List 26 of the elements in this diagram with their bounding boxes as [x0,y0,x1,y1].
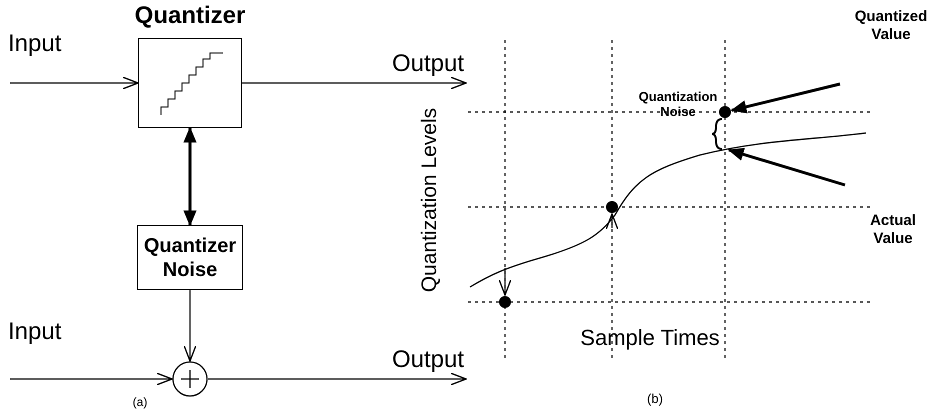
leader-arrow [728,148,846,186]
arrow [498,268,512,296]
arrow [606,213,618,230]
signal-label: Input [8,318,88,347]
arrow [183,126,197,226]
signal-label: Output [392,346,468,375]
signal-label: Output [392,50,468,79]
signal-label: Actual Value [858,212,928,248]
summing-junction [172,361,208,397]
quantized-sample-dot [605,200,619,214]
signal-label: Quantized Value [845,8,937,44]
panel-label: (b) [646,392,664,407]
quantized-sample-dot [498,295,512,309]
panel-label: (a) [132,396,148,410]
arrow [184,290,196,362]
leader-arrow [730,82,840,114]
block-title: Quantizer [134,2,246,30]
axis-label: Sample Times [579,325,721,350]
arrow [242,76,467,90]
quantized-sample-dot [718,105,732,119]
axis-label: Quantization Levels [418,106,442,294]
arrow [10,372,173,386]
signal-label: Input [8,30,88,59]
arrow [10,76,139,90]
process-box: Quantizer Noise [137,225,243,290]
arrow [208,372,467,386]
